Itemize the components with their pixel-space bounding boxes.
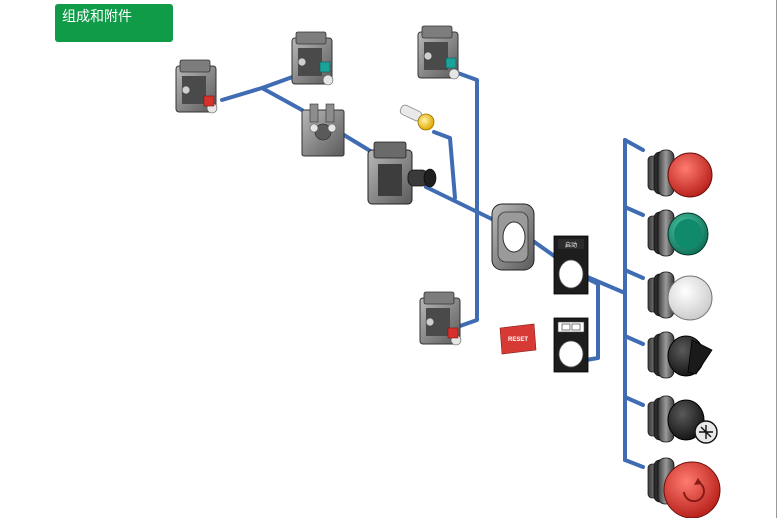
green-pushbutton-icon[interactable] — [647, 209, 709, 257]
fixing-collar-icon[interactable] — [491, 203, 535, 271]
contact-block-icon[interactable] — [419, 291, 462, 346]
emergency-stop-icon[interactable] — [647, 457, 721, 518]
mounting-collar-icon[interactable] — [301, 103, 345, 157]
contact-block-icon[interactable] — [417, 25, 460, 80]
legend-holder-icon[interactable] — [553, 317, 589, 373]
white-pushbutton-icon[interactable] — [647, 271, 713, 321]
contact-block-icon[interactable] — [291, 31, 334, 86]
reset-label: RESET — [508, 337, 528, 343]
legend-label: 启动 — [565, 241, 577, 249]
title-text: 组成和附件 — [62, 8, 132, 24]
page-title: 组成和附件 — [55, 4, 173, 42]
light-module-icon[interactable] — [367, 141, 437, 205]
legend-holder-icon[interactable]: 启动 — [553, 235, 589, 295]
frame-border — [776, 0, 777, 518]
red-pushbutton-icon[interactable] — [647, 149, 713, 198]
bulb-icon[interactable] — [399, 104, 435, 131]
key-switch-icon[interactable] — [647, 395, 718, 444]
contact-block-icon[interactable] — [175, 59, 218, 114]
selector-switch-icon[interactable] — [647, 331, 713, 379]
reset-plate-icon[interactable]: RESET — [499, 323, 537, 355]
